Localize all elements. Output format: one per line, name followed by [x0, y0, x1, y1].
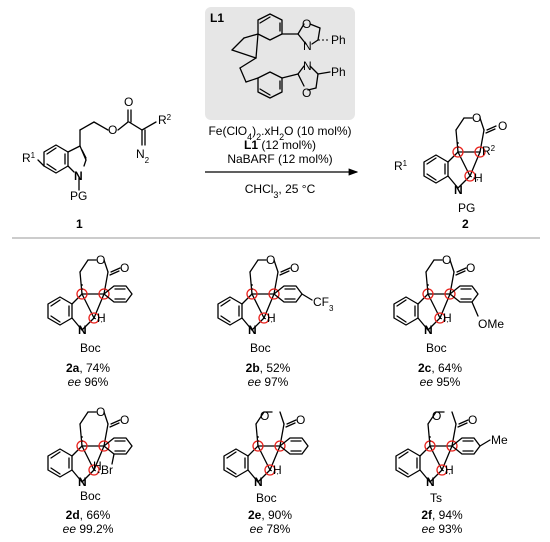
ligand-structure [231, 13, 331, 99]
compound-2f-h: H [445, 463, 454, 477]
condition-solvent: CHCl3, 25 °C [245, 182, 316, 200]
compound-2e-o-ring: O [260, 409, 269, 423]
compound-2d-structure: Br N H Boc O O [47, 405, 133, 503]
compound-2e-o-carbonyl: O [296, 413, 305, 427]
compound-2c-pg: Boc [426, 341, 447, 355]
compound-2d-br: Br [101, 463, 113, 477]
compound-2b-cf3: CF3 [313, 295, 334, 313]
ligand-box [205, 7, 355, 120]
product-o-ring: O [472, 111, 481, 125]
compound-2e-n: N [254, 475, 263, 489]
compound-2b-structure: CF3 N H Boc O O [217, 253, 334, 355]
compound-2b-pg: Boc [250, 341, 271, 355]
reactant-r2: R2 [158, 113, 172, 128]
compound-2c-h: H [443, 311, 452, 325]
compound-2f-me: Me [491, 433, 508, 447]
compound-2b-o-ring: O [266, 253, 275, 267]
reactant-n: N [74, 169, 83, 183]
reactant-o: O [108, 123, 117, 137]
compound-2a-o-carbonyl: O [120, 261, 129, 275]
product-r1: R1 [394, 159, 408, 174]
compound-2c-ome: OMe [478, 317, 504, 331]
compound-2f-structure: Me N H Ts O O [395, 409, 508, 505]
ligand-ph-top: Ph [331, 33, 346, 47]
compound-2e-pg: Boc [256, 491, 277, 505]
compound-2d-o-carbonyl: O [120, 413, 129, 427]
compound-2e-ee: ee 78% [250, 522, 291, 536]
compound-2d-n: N [78, 475, 87, 489]
product-o-carbonyl: O [498, 119, 507, 133]
compound-2b-h: H [267, 311, 276, 325]
compound-2b-n: N [248, 323, 257, 337]
reactant-r1: R1 [22, 151, 36, 166]
compound-2f-yield: 2f, 94% [421, 508, 463, 522]
compound-2a-o-ring: O [96, 253, 105, 267]
compound-2c-n: N [424, 323, 433, 337]
compound-2f-n: N [426, 475, 435, 489]
product-n: N [454, 183, 463, 197]
compound-2a-h: H [97, 311, 106, 325]
compound-2a-yield: 2a, 74% [66, 361, 110, 375]
compound-2b-yield: 2b, 52% [246, 361, 291, 375]
compound-2a-ee: ee 96% [68, 375, 109, 389]
product-h: H [474, 171, 483, 185]
compound-2e-structure: N H Boc O O [223, 409, 309, 505]
compound-2d-pg: Boc [80, 489, 101, 503]
reactant-structure [37, 109, 157, 191]
ligand-o-top: O [302, 17, 311, 31]
product-number: 2 [462, 217, 469, 231]
reactant-n2: N2 [136, 147, 150, 165]
compound-2f-ee: ee 93% [422, 522, 463, 536]
compound-2c-yield: 2c, 64% [418, 361, 462, 375]
product-r2: R2 [482, 144, 496, 159]
compound-2d-ee: ee 99.2% [63, 522, 114, 536]
condition-catalyst: Fe(ClO4)2.xH2O (10 mol%) [208, 124, 351, 142]
reactant-pg: PG [70, 189, 87, 203]
reactant-o-carbonyl: O [124, 95, 133, 109]
compound-2d-h: H [93, 459, 102, 473]
compound-2c-structure: OMe N H Boc O O [393, 253, 504, 355]
ligand-o-bottom: O [302, 86, 311, 100]
compound-2c-ee: ee 95% [420, 375, 461, 389]
compound-2e-h: H [273, 463, 282, 477]
product-pg: PG [458, 201, 475, 215]
compound-2e-yield: 2e, 90% [248, 508, 292, 522]
compound-2b-ee: ee 97% [248, 375, 289, 389]
compound-2f-o-carbonyl: O [468, 413, 477, 427]
compound-2b-o-carbonyl: O [290, 261, 299, 275]
ligand-n-bottom: N [303, 59, 312, 73]
reactant-number: 1 [76, 217, 83, 231]
compound-2d-o-ring: O [96, 405, 105, 419]
ligand-label: L1 [210, 11, 224, 25]
compound-2a-n: N [78, 323, 87, 337]
compound-2c-o-carbonyl: O [466, 261, 475, 275]
ligand-n-top: N [303, 39, 312, 53]
compound-2c-o-ring: O [442, 253, 451, 267]
condition-additive: NaBARF (12 mol%) [227, 152, 332, 166]
ligand-ph-bottom: Ph [331, 65, 346, 79]
condition-ligand: L1 (12 mol%) [244, 138, 316, 152]
compound-2f-o-ring: O [432, 409, 441, 423]
compound-2f-pg: Ts [430, 491, 442, 505]
compound-2a-pg: Boc [80, 341, 101, 355]
compound-2a-structure: N H Boc O O [47, 253, 133, 355]
compound-2d-yield: 2d, 66% [66, 508, 111, 522]
